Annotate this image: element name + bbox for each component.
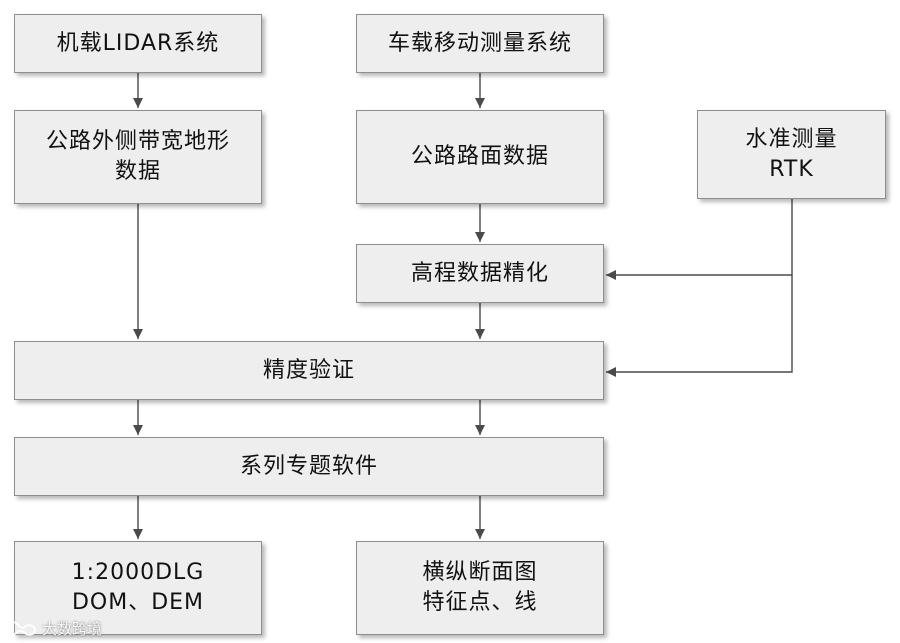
products-section-box: 横纵断面图 特征点、线	[356, 541, 604, 635]
airborne-lidar-box: 机载LIDAR系统	[14, 14, 262, 73]
roadside-terrain-label-line1: 公路外侧带宽地形	[45, 129, 230, 154]
roadside-terrain-box: 公路外侧带宽地形 数据	[14, 110, 262, 204]
vehicle-mms-label: 车载移动测量系统	[387, 30, 572, 56]
arrow-rtk-to-accuracy	[606, 275, 793, 377]
products-dlg-box: 1:2000DLG DOM、DEM	[14, 541, 262, 635]
airborne-lidar-label: 机载LIDAR系统	[56, 30, 220, 56]
watermark-text: 大数跨境	[42, 619, 103, 638]
products-dlg-label-line1: 1:2000DLG	[71, 560, 205, 585]
elevation-refine-label: 高程数据精化	[410, 260, 549, 286]
arrow-rtk-to-refine	[606, 199, 793, 280]
products-dlg-label-line2: DOM、DEM	[71, 590, 205, 615]
products-section-label-line2: 特征点、线	[422, 590, 538, 615]
vehicle-mms-box: 车载移动测量系统	[356, 14, 604, 73]
products-section-label-line1: 横纵断面图	[422, 560, 538, 585]
elevation-refine-box: 高程数据精化	[356, 244, 604, 303]
watermark: 大数跨境	[4, 616, 102, 640]
leveling-label: 水准测量	[745, 126, 838, 152]
road-surface-box: 公路路面数据	[356, 110, 604, 204]
watermark-logo-icon	[4, 620, 37, 636]
accuracy-check-label: 精度验证	[262, 357, 355, 383]
roadside-terrain-label-line2: 数据	[114, 159, 161, 184]
software-box: 系列专题软件	[14, 437, 604, 496]
road-surface-label: 公路路面数据	[410, 144, 549, 169]
accuracy-check-box: 精度验证	[14, 341, 604, 400]
software-label: 系列专题软件	[239, 453, 378, 479]
rtk-label: RTK	[769, 156, 814, 182]
leveling-rtk-box: 水准测量 RTK	[697, 110, 886, 199]
